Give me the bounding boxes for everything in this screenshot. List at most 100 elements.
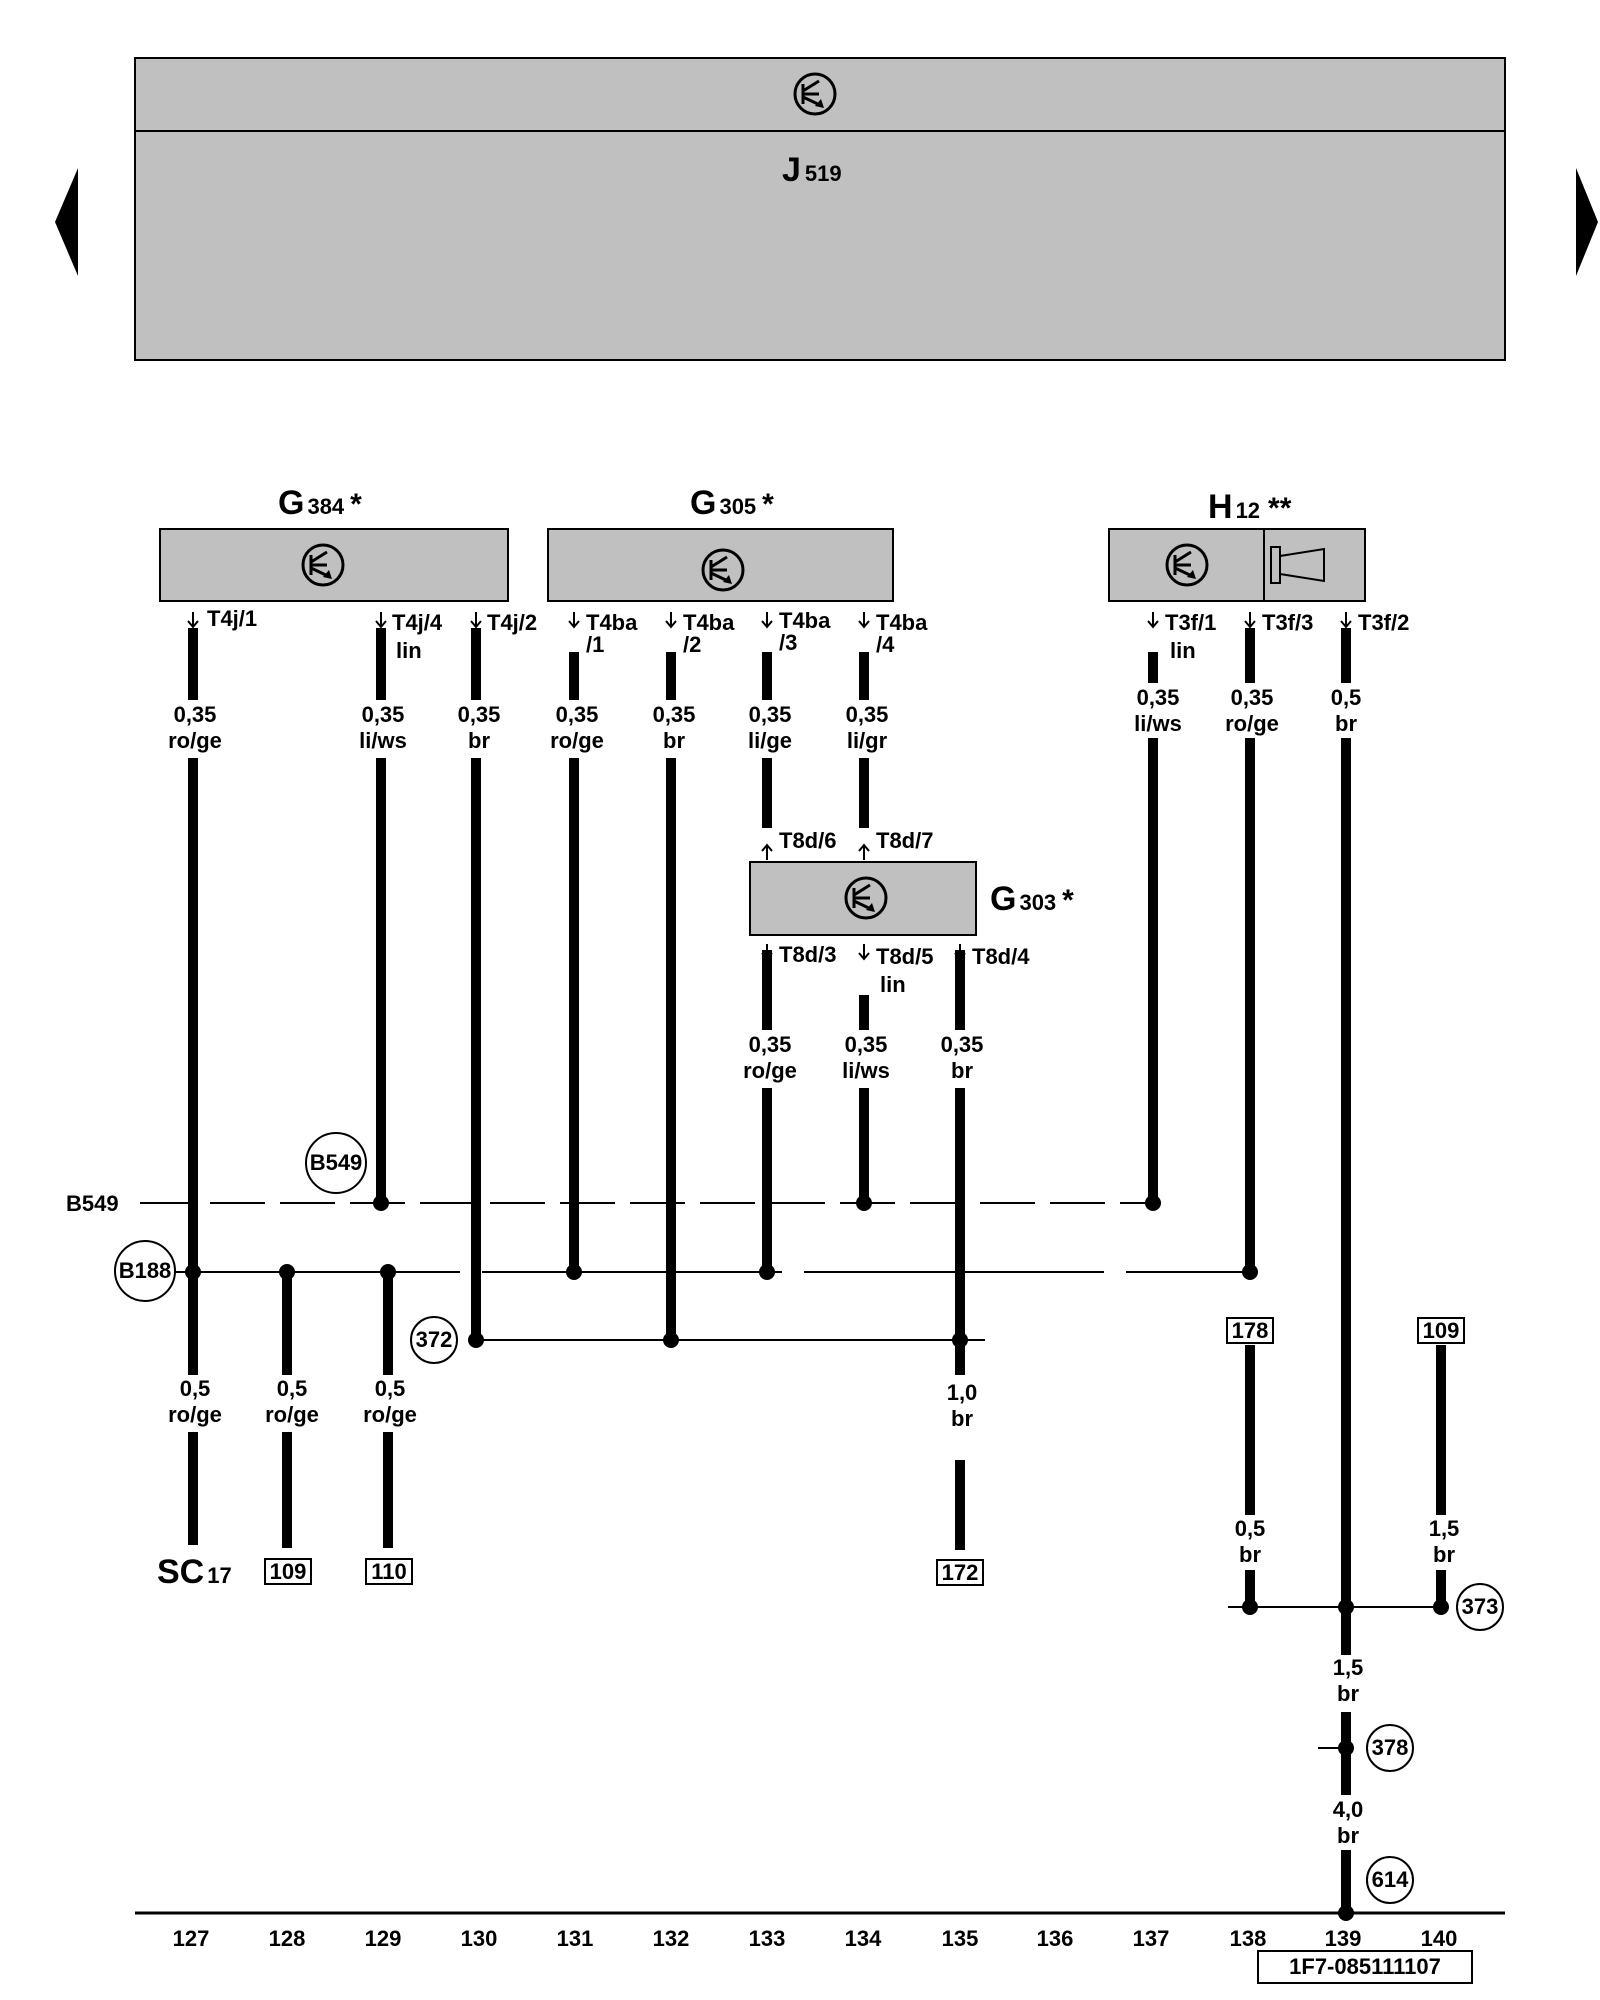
pin-arrow bbox=[858, 611, 870, 628]
reference-109-right-box[interactable] bbox=[1417, 1317, 1465, 1344]
wire-label-color: li/ge bbox=[748, 728, 792, 753]
bus-b549-label: B549 bbox=[66, 1191, 119, 1216]
reference-110-text: 110 bbox=[371, 1559, 407, 1584]
wire-label-size: 0,5 bbox=[277, 1376, 308, 1401]
ground-372-circle bbox=[410, 1316, 458, 1364]
pin-t8d5: T8d/5 bbox=[876, 944, 933, 969]
wire-label-size: 0,35 bbox=[1231, 685, 1274, 710]
ground-614-circle bbox=[1366, 1856, 1414, 1904]
next-page-arrow[interactable] bbox=[1576, 168, 1598, 276]
reference-172-box[interactable] bbox=[936, 1559, 984, 1586]
wire-label-size: 0,35 bbox=[174, 702, 217, 727]
column-axis: 127 128 129 130 131 132 133 134 135 136 … bbox=[173, 1926, 1458, 1951]
wire-label-color: br bbox=[1239, 1542, 1261, 1567]
pin-t4j4-note: lin bbox=[396, 638, 422, 663]
wire-label-size: 0,35 bbox=[749, 1032, 792, 1057]
connector-b549-circle bbox=[305, 1132, 367, 1194]
wire-label-color: li/ws bbox=[1134, 711, 1182, 736]
axis-number: 140 bbox=[1421, 1926, 1458, 1951]
pin-t3f1: T3f/1 bbox=[1165, 610, 1216, 635]
wire-label-color: br bbox=[1433, 1542, 1455, 1567]
wire-label-color: br bbox=[468, 728, 490, 753]
pin-t8d5-note: lin bbox=[880, 972, 906, 997]
reference-178-box[interactable] bbox=[1226, 1317, 1274, 1344]
pin-arrow bbox=[665, 611, 677, 628]
pin-arrow bbox=[761, 611, 773, 628]
wire-label-color: ro/ge bbox=[168, 728, 222, 753]
wire-label-color: br bbox=[951, 1406, 973, 1431]
wire-label-color: br bbox=[1337, 1681, 1359, 1706]
axis-number: 133 bbox=[749, 1926, 786, 1951]
ground-378-text: 378 bbox=[1372, 1735, 1409, 1760]
wire-label-size: 0,35 bbox=[846, 702, 889, 727]
pin-t3f2: T3f/2 bbox=[1358, 610, 1409, 635]
reference-178-text: 178 bbox=[1232, 1318, 1269, 1343]
pin-arrow bbox=[375, 611, 387, 628]
pin-t4ba4-b: /4 bbox=[876, 632, 895, 657]
pin-arrow bbox=[1244, 611, 1256, 628]
ground-373-circle bbox=[1456, 1583, 1504, 1631]
wire-label-size: 0,5 bbox=[180, 1376, 211, 1401]
axis-number: 130 bbox=[461, 1926, 498, 1951]
pin-arrow bbox=[761, 844, 773, 861]
axis-number: 137 bbox=[1133, 1926, 1170, 1951]
wire-label-color: ro/ge bbox=[363, 1402, 417, 1427]
pin-t4ba4-a: T4ba bbox=[876, 610, 928, 635]
axis-number: 127 bbox=[173, 1926, 210, 1951]
reference-110-box[interactable] bbox=[365, 1558, 413, 1585]
wire-label-color: br bbox=[1337, 1823, 1359, 1848]
wire-label-size: 0,5 bbox=[1235, 1516, 1266, 1541]
pin-t4ba2-b: /2 bbox=[683, 632, 701, 657]
wire-label-size: 4,0 bbox=[1333, 1797, 1364, 1822]
pin-t4ba1-b: /1 bbox=[586, 632, 604, 657]
axis-number: 136 bbox=[1037, 1926, 1074, 1951]
wire-label-color: ro/ge bbox=[550, 728, 604, 753]
pin-arrow bbox=[1147, 611, 1159, 628]
pin-t8d4: T8d/4 bbox=[972, 944, 1030, 969]
wire-label-color: ro/ge bbox=[1225, 711, 1279, 736]
wire-label-color: ro/ge bbox=[265, 1402, 319, 1427]
wire-label-size: 1,5 bbox=[1333, 1655, 1364, 1680]
wire-label-size: 0,35 bbox=[749, 702, 792, 727]
wire-label-size: 0,35 bbox=[941, 1032, 984, 1057]
pin-t4ba1-a: T4ba bbox=[586, 610, 638, 635]
axis-number: 135 bbox=[942, 1926, 979, 1951]
wire-label-size: 0,35 bbox=[458, 702, 501, 727]
reference-109-right-text: 109 bbox=[1423, 1318, 1460, 1343]
pin-arrow bbox=[568, 611, 580, 628]
pin-arrow bbox=[858, 844, 870, 861]
document-code-box bbox=[1257, 1950, 1473, 1984]
pin-arrow bbox=[470, 611, 482, 628]
previous-page-arrow[interactable] bbox=[55, 168, 78, 276]
axis-number: 128 bbox=[269, 1926, 306, 1951]
pin-t8d7: T8d/7 bbox=[876, 828, 933, 853]
axis-number: 139 bbox=[1325, 1926, 1362, 1951]
pin-t3f3: T3f/3 bbox=[1262, 610, 1313, 635]
pin-t3f1-note: lin bbox=[1170, 638, 1196, 663]
pin-t4j2: T4j/2 bbox=[487, 610, 537, 635]
pin-t8d6: T8d/6 bbox=[779, 828, 836, 853]
axis-number: 131 bbox=[557, 1926, 594, 1951]
h12-box bbox=[1108, 528, 1366, 602]
wire-label-color: ro/ge bbox=[168, 1402, 222, 1427]
wire-label-size: 0,35 bbox=[653, 702, 696, 727]
pin-t4ba3-a: T4ba bbox=[779, 608, 831, 633]
document-code: 1F7-085111107 bbox=[1289, 1954, 1441, 1979]
connector-b549-text: B549 bbox=[310, 1150, 363, 1175]
reference-172-text: 172 bbox=[942, 1560, 979, 1585]
ground-373-text: 373 bbox=[1462, 1594, 1499, 1619]
wire-label-color: ro/ge bbox=[743, 1058, 797, 1083]
reference-109-box[interactable] bbox=[264, 1558, 312, 1585]
ground-378-circle bbox=[1366, 1724, 1414, 1772]
junction-dots bbox=[185, 1195, 1449, 1921]
wire-label-color: br bbox=[663, 728, 685, 753]
g384-box bbox=[159, 528, 509, 602]
connector-b188-text: B188 bbox=[119, 1258, 172, 1283]
